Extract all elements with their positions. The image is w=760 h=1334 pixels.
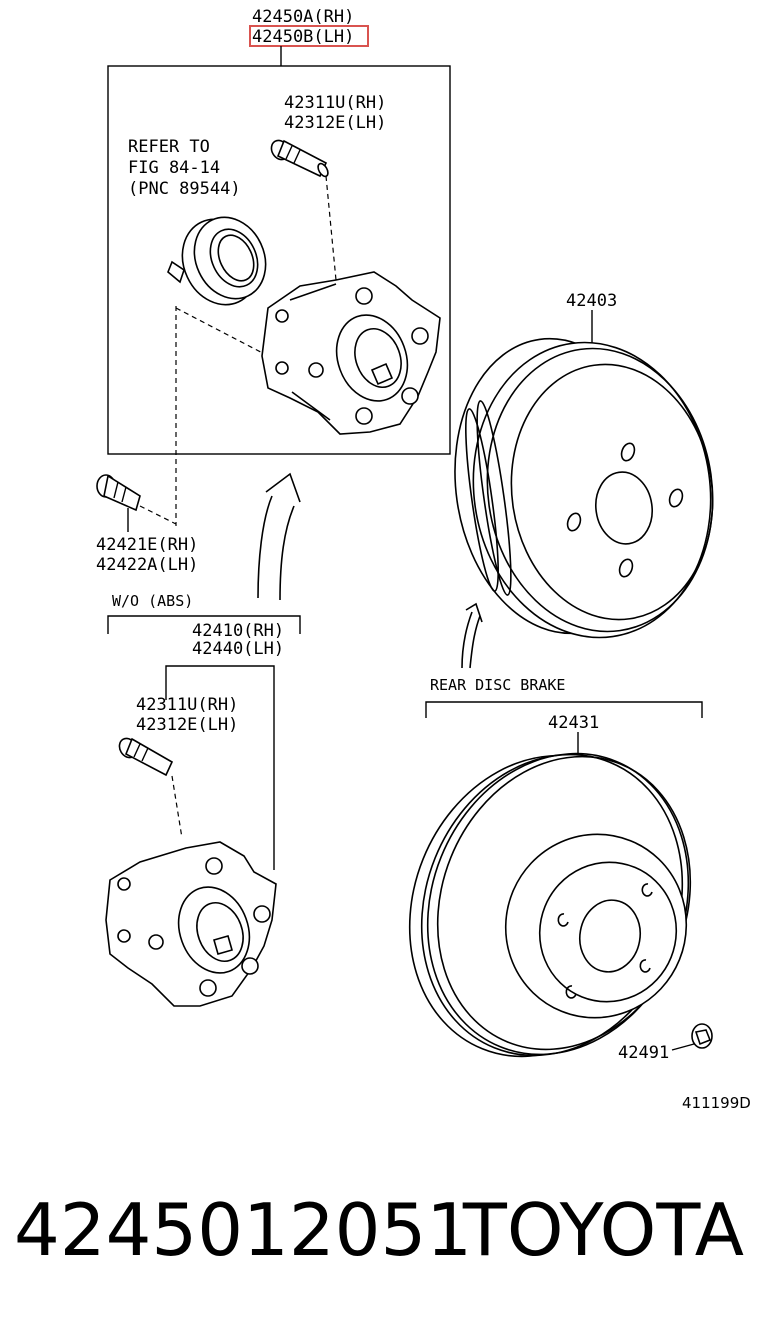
label-refer-3: (PNC 89544) xyxy=(128,179,241,199)
hub-bolt-bottom-icon[interactable] xyxy=(116,735,174,777)
dash-bolt-top xyxy=(325,175,337,281)
label-bolt-bottom-rh[interactable]: 42311U(RH) xyxy=(136,695,238,715)
bracket-wo-abs xyxy=(107,615,301,634)
leader-plug xyxy=(671,1043,695,1051)
side-bolt-icon[interactable] xyxy=(96,474,141,512)
dash-side-bolt-a xyxy=(139,505,177,525)
label-bolt-top-rh[interactable]: 42311U(RH) xyxy=(284,93,386,113)
label-refer-2: FIG 84-14 xyxy=(128,158,220,178)
label-refer-1: REFER TO xyxy=(128,137,210,157)
footer: 4245012051 TOYOTA xyxy=(0,1180,760,1290)
label-plug[interactable]: 42491 xyxy=(618,1043,669,1063)
label-rear-disc-brake: REAR DISC BRAKE xyxy=(430,676,565,694)
arrow-up-icon xyxy=(257,472,301,601)
brand-name: TOYOTA xyxy=(462,1188,744,1272)
plug-icon[interactable] xyxy=(691,1023,713,1049)
abs-sensor-ring-icon[interactable] xyxy=(167,206,279,318)
label-hub-lh[interactable]: 42450B(LH) xyxy=(252,27,354,47)
hub-flange-bottom-icon[interactable] xyxy=(105,841,277,1007)
label-disc[interactable]: 42431 xyxy=(548,713,599,733)
label-bolt-top-lh[interactable]: 42312E(LH) xyxy=(284,113,386,133)
label-drum[interactable]: 42403 xyxy=(566,291,617,311)
brake-disc-icon[interactable] xyxy=(365,714,733,1096)
arrow-drum-icon xyxy=(461,602,483,669)
highlight-box xyxy=(249,25,369,47)
label-bolt-bottom-lh[interactable]: 42312E(LH) xyxy=(136,715,238,735)
hub-bolt-icon[interactable] xyxy=(268,137,330,178)
label-bolt-side-lh[interactable]: 42422A(LH) xyxy=(96,555,198,575)
label-hub2-lh[interactable]: 42440(LH) xyxy=(192,639,284,659)
label-hub2-rh[interactable]: 42410(RH) xyxy=(192,621,284,641)
label-hub-rh[interactable]: 42450A(RH) xyxy=(252,7,354,27)
label-wo-abs: W/O (ABS) xyxy=(112,592,193,610)
label-bolt-side-rh[interactable]: 42421E(RH) xyxy=(96,535,198,555)
leader-hub2 xyxy=(165,665,275,870)
dash-ring xyxy=(175,307,277,361)
assembly-box-top xyxy=(107,65,451,455)
hub-flange-top-icon[interactable] xyxy=(261,271,441,435)
figure-code: 411199D xyxy=(682,1094,751,1112)
brake-drum-icon[interactable] xyxy=(436,325,730,653)
bracket-rear-disc xyxy=(425,701,703,718)
part-number: 4245012051 xyxy=(14,1188,473,1272)
dash-bolt-bottom xyxy=(171,775,183,839)
